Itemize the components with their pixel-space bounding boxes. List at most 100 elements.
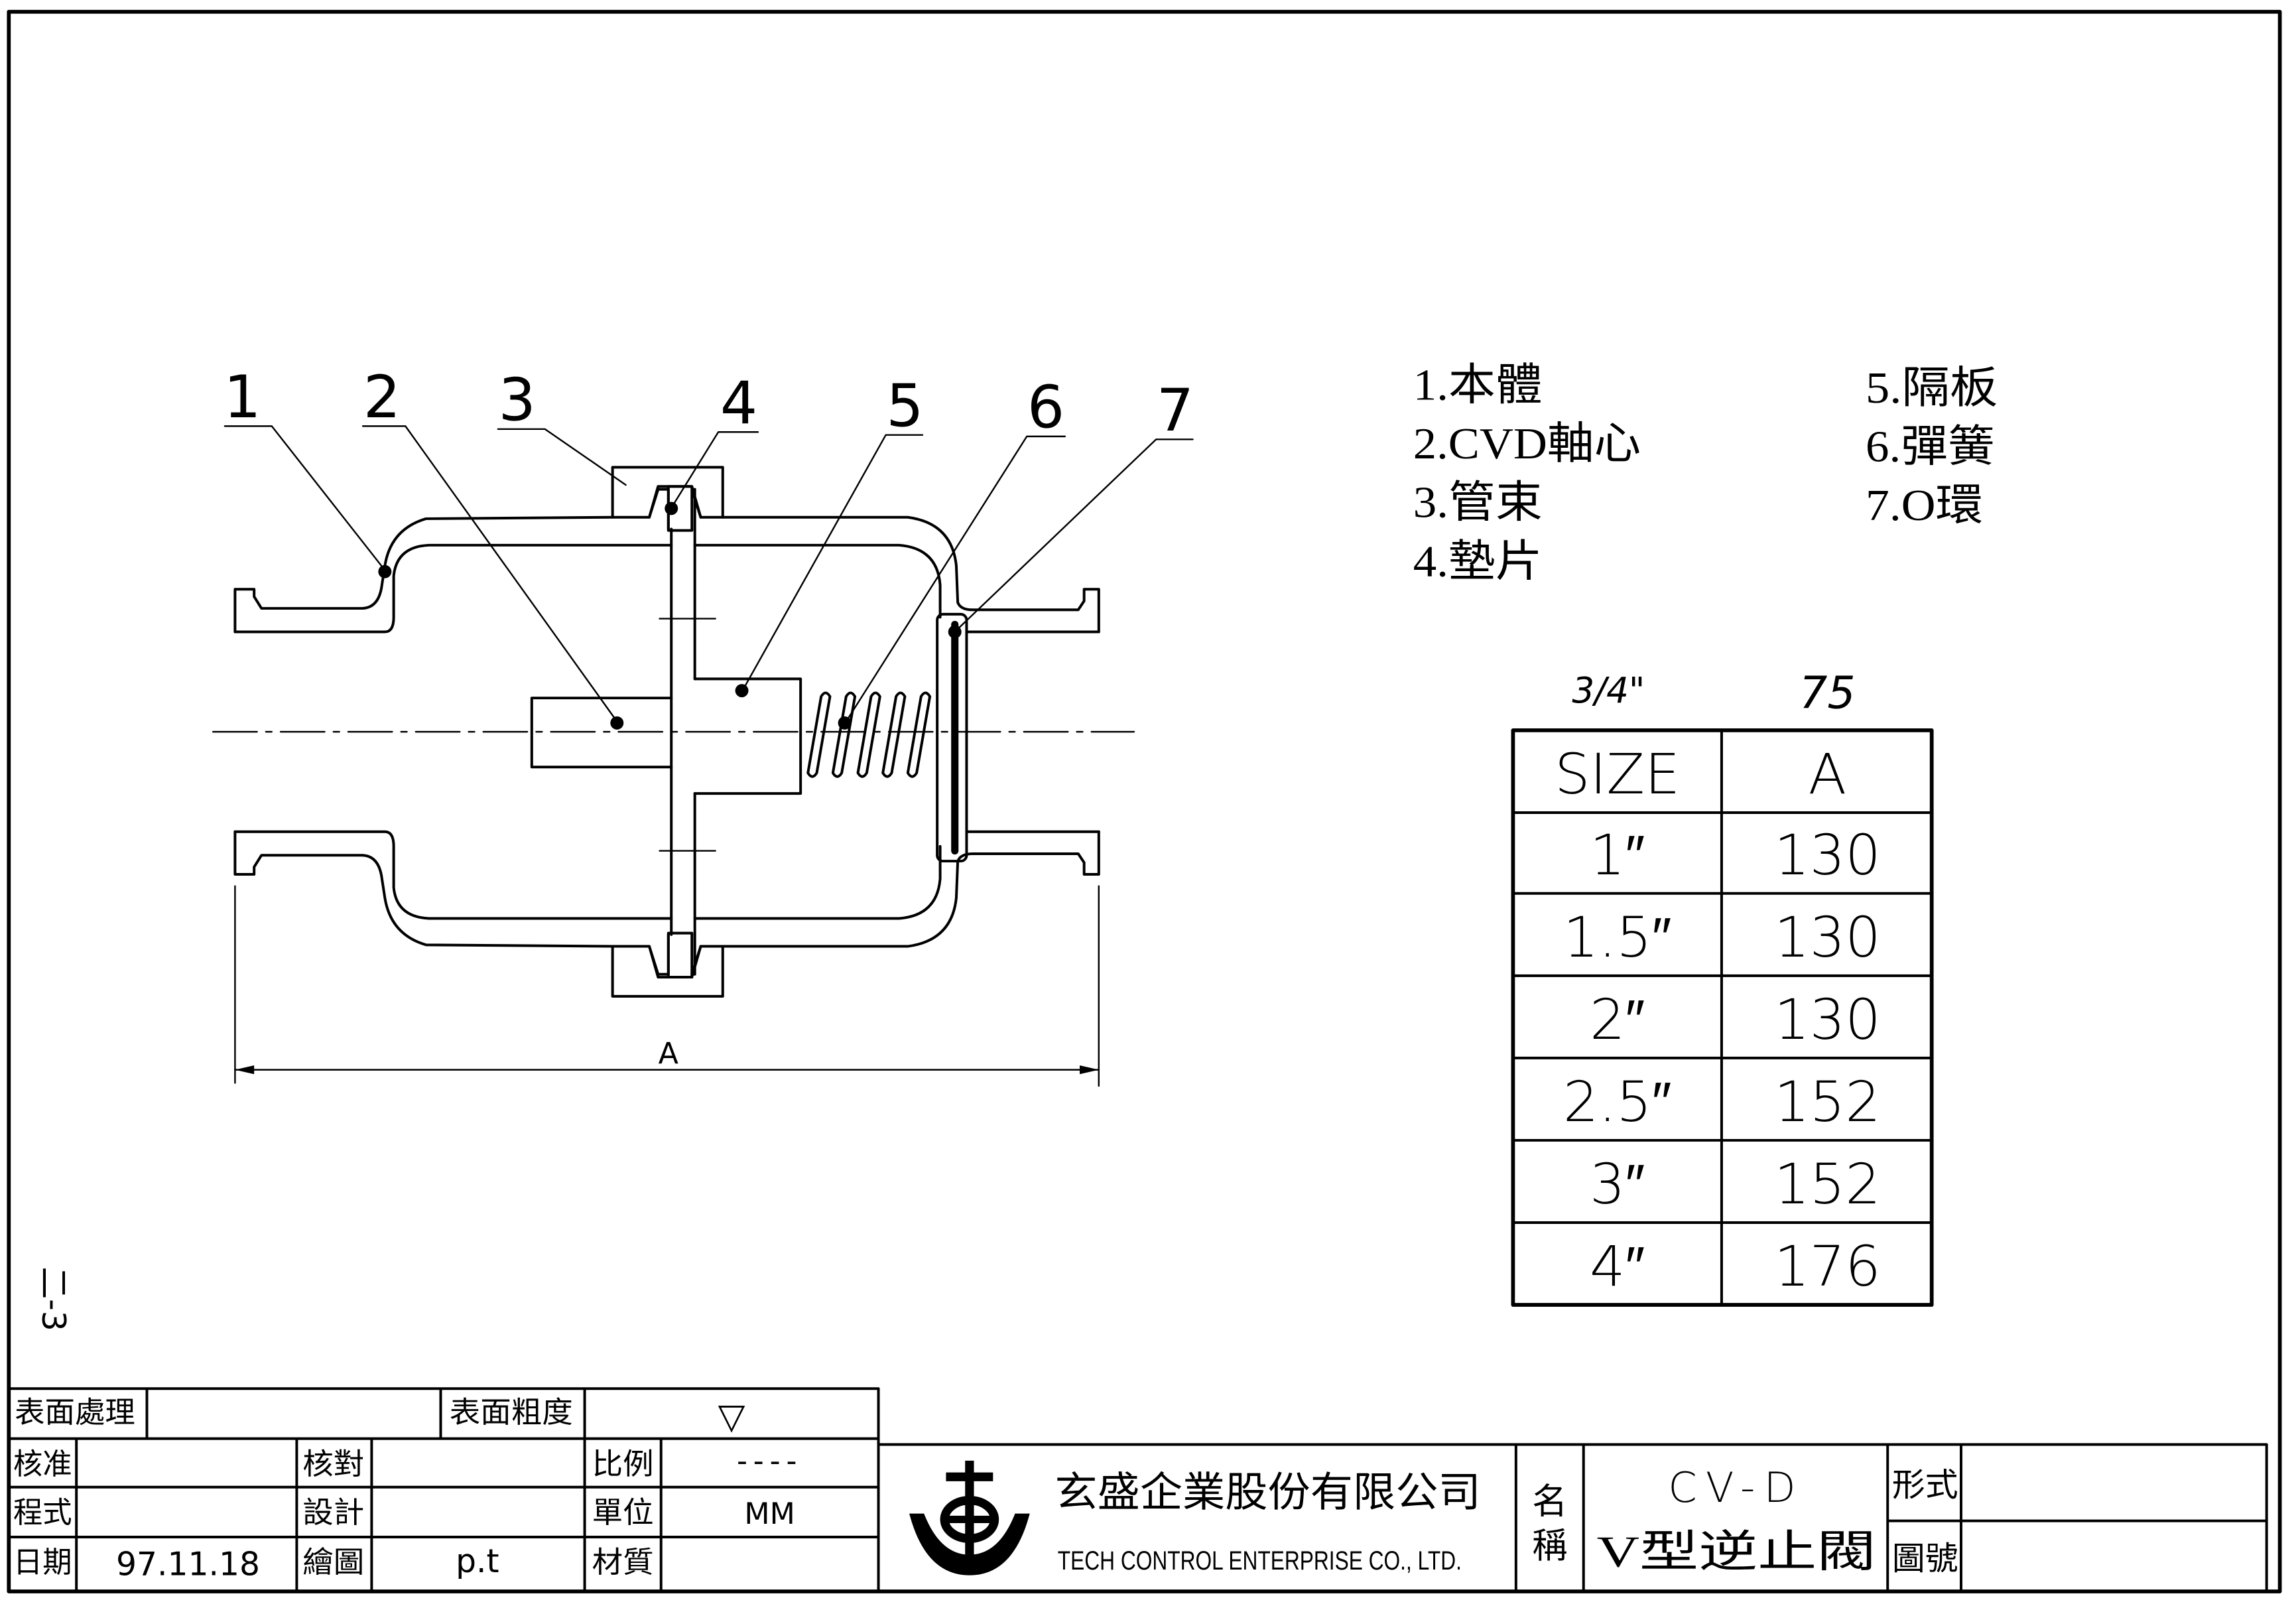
drawing-number-label: 圖號: [1892, 1541, 1958, 1577]
page-number: 二-3: [34, 1266, 72, 1331]
size-table-cell: 3″: [1590, 1152, 1645, 1217]
body-flange-right-top: [690, 488, 702, 531]
body-flange-right-bottom: [690, 933, 702, 976]
unit-label: 單位: [592, 1497, 654, 1529]
body-outer-contour: [233, 515, 1100, 634]
dimension-arrow-left: [235, 1065, 255, 1075]
scale-label: 比例: [592, 1448, 654, 1481]
logo-ring: [940, 1496, 999, 1543]
valve-body-bottom-half: [233, 830, 1100, 998]
size-table-cell: 4″: [1590, 1234, 1645, 1299]
size-table-grid: [1511, 728, 1933, 1307]
title-block-grid: [7, 1387, 2268, 1593]
callout-leader: [223, 425, 386, 571]
parts-list-item: 2.CVD軸心: [1413, 420, 1641, 468]
valve-cross-section: A: [212, 466, 1135, 1087]
valve-body-top-half: [233, 466, 1100, 634]
parts-list-item: 5.隔板: [1866, 364, 1998, 413]
callout-dot: [378, 565, 392, 578]
callout-number: 5: [886, 371, 923, 440]
callout-number: 3: [498, 366, 535, 435]
date-label: 日期: [13, 1546, 72, 1579]
body-inner-contour-bottom: [233, 830, 1100, 920]
size-table-cell: 152: [1774, 1069, 1881, 1134]
body-inner-contour: [233, 543, 1100, 634]
callout-number: 4: [720, 369, 757, 437]
title-block: 表面處理 表面粗度 ▽ 核准 核對 比例 ---- 程式 設計 單位 MM 日期…: [7, 1387, 2268, 1593]
company-name-english: TECH CONTROL ENTERPRISE CO., LTD.: [1058, 1546, 1462, 1576]
size-table-cell: 1.5″: [1563, 905, 1672, 970]
handwritten-dimension-note: 75: [1799, 667, 1856, 719]
callout-leader: [672, 431, 759, 507]
size-table-cell: 130: [1774, 823, 1881, 888]
callout-dot: [610, 716, 624, 730]
spring-coil: [906, 691, 932, 778]
body-outer-contour-bottom: [233, 830, 1100, 948]
callout-1: 1: [223, 363, 392, 578]
product-name: V型逆止閥: [1597, 1528, 1876, 1576]
sheet-border: [7, 9, 2282, 1593]
surface-treatment-label: 表面處理: [15, 1396, 135, 1429]
design-label: 設計: [302, 1497, 364, 1529]
callout-leader: [845, 435, 1066, 722]
callout-7: 7: [948, 376, 1194, 639]
callout-dot: [948, 625, 962, 639]
callout-leader: [742, 434, 924, 691]
dimension-label: A: [659, 1038, 678, 1071]
size-table-cell: 2″: [1590, 987, 1645, 1052]
type-label: 形式: [1892, 1467, 1958, 1503]
callout-number: 6: [1027, 373, 1064, 442]
baffle-plate-center-marks: [659, 618, 716, 852]
model-number: CV-D: [1668, 1463, 1804, 1512]
cvd-shaft: [530, 697, 673, 769]
parts-list-item: 1.本體: [1413, 362, 1543, 410]
callout-number: 7: [1157, 376, 1194, 444]
surface-roughness-symbol: ▽: [718, 1396, 745, 1437]
material-label: 材質: [592, 1546, 654, 1579]
size-table-cell: 1″: [1590, 823, 1645, 888]
size-table-cell: 130: [1774, 905, 1881, 970]
spring-coil: [831, 691, 857, 778]
size-table: SIZE A 1″ 130 1.5″ 130 2″ 130 2.5″ 152 3…: [1511, 728, 1934, 1307]
callout-dot: [838, 716, 852, 730]
spring-coil: [881, 691, 907, 778]
callout-dot: [735, 684, 749, 698]
parts-list-item: 4.墊片: [1413, 537, 1543, 586]
gasket-bottom: [667, 931, 694, 979]
drawn-by-value: p.t: [456, 1543, 499, 1580]
callout-number: 2: [363, 363, 401, 431]
dimension-arrow-right: [1080, 1065, 1099, 1075]
dimension-a: A: [234, 885, 1100, 1087]
baffle-hub: [693, 677, 802, 795]
callout-dot: [665, 502, 678, 515]
callout-number: 1: [223, 363, 261, 431]
part-callouts: 1 2 3 4 5 6 7: [223, 363, 1194, 730]
size-table-cell: 2.5″: [1563, 1069, 1672, 1134]
dimension-extension-lines: [234, 885, 1100, 1087]
logo-bowl: [909, 1513, 1030, 1576]
approved-label: 核准: [13, 1448, 72, 1481]
name-field-label: 名: [1532, 1483, 1567, 1522]
size-table-header: A: [1809, 742, 1847, 807]
program-label: 程式: [13, 1497, 72, 1529]
callout-4: 4: [665, 369, 759, 515]
spring-coil: [806, 691, 832, 778]
size-table-cell: 130: [1774, 987, 1881, 1052]
callout-6: 6: [838, 373, 1066, 730]
size-table-header: SIZE: [1555, 742, 1680, 807]
callout-2: 2: [361, 363, 624, 730]
callout-5: 5: [735, 371, 924, 698]
body-flange-left-bottom: [648, 933, 670, 976]
scale-value: ----: [737, 1444, 802, 1478]
size-table-cell: 176: [1774, 1234, 1881, 1299]
callout-leader: [955, 438, 1194, 632]
callout-leader: [497, 428, 627, 486]
parts-list-item: 7.O環: [1866, 482, 1983, 530]
surface-roughness-label: 表面粗度: [450, 1396, 573, 1429]
parts-list-item: 3.管束: [1413, 479, 1543, 527]
checked-label: 核對: [302, 1448, 364, 1481]
parts-list: 1.本體 2.CVD軸心 3.管束 4.墊片 5.隔板 6.彈簧 7.O環: [1413, 362, 1998, 586]
callout-leader: [361, 425, 618, 722]
spring: [806, 691, 932, 778]
